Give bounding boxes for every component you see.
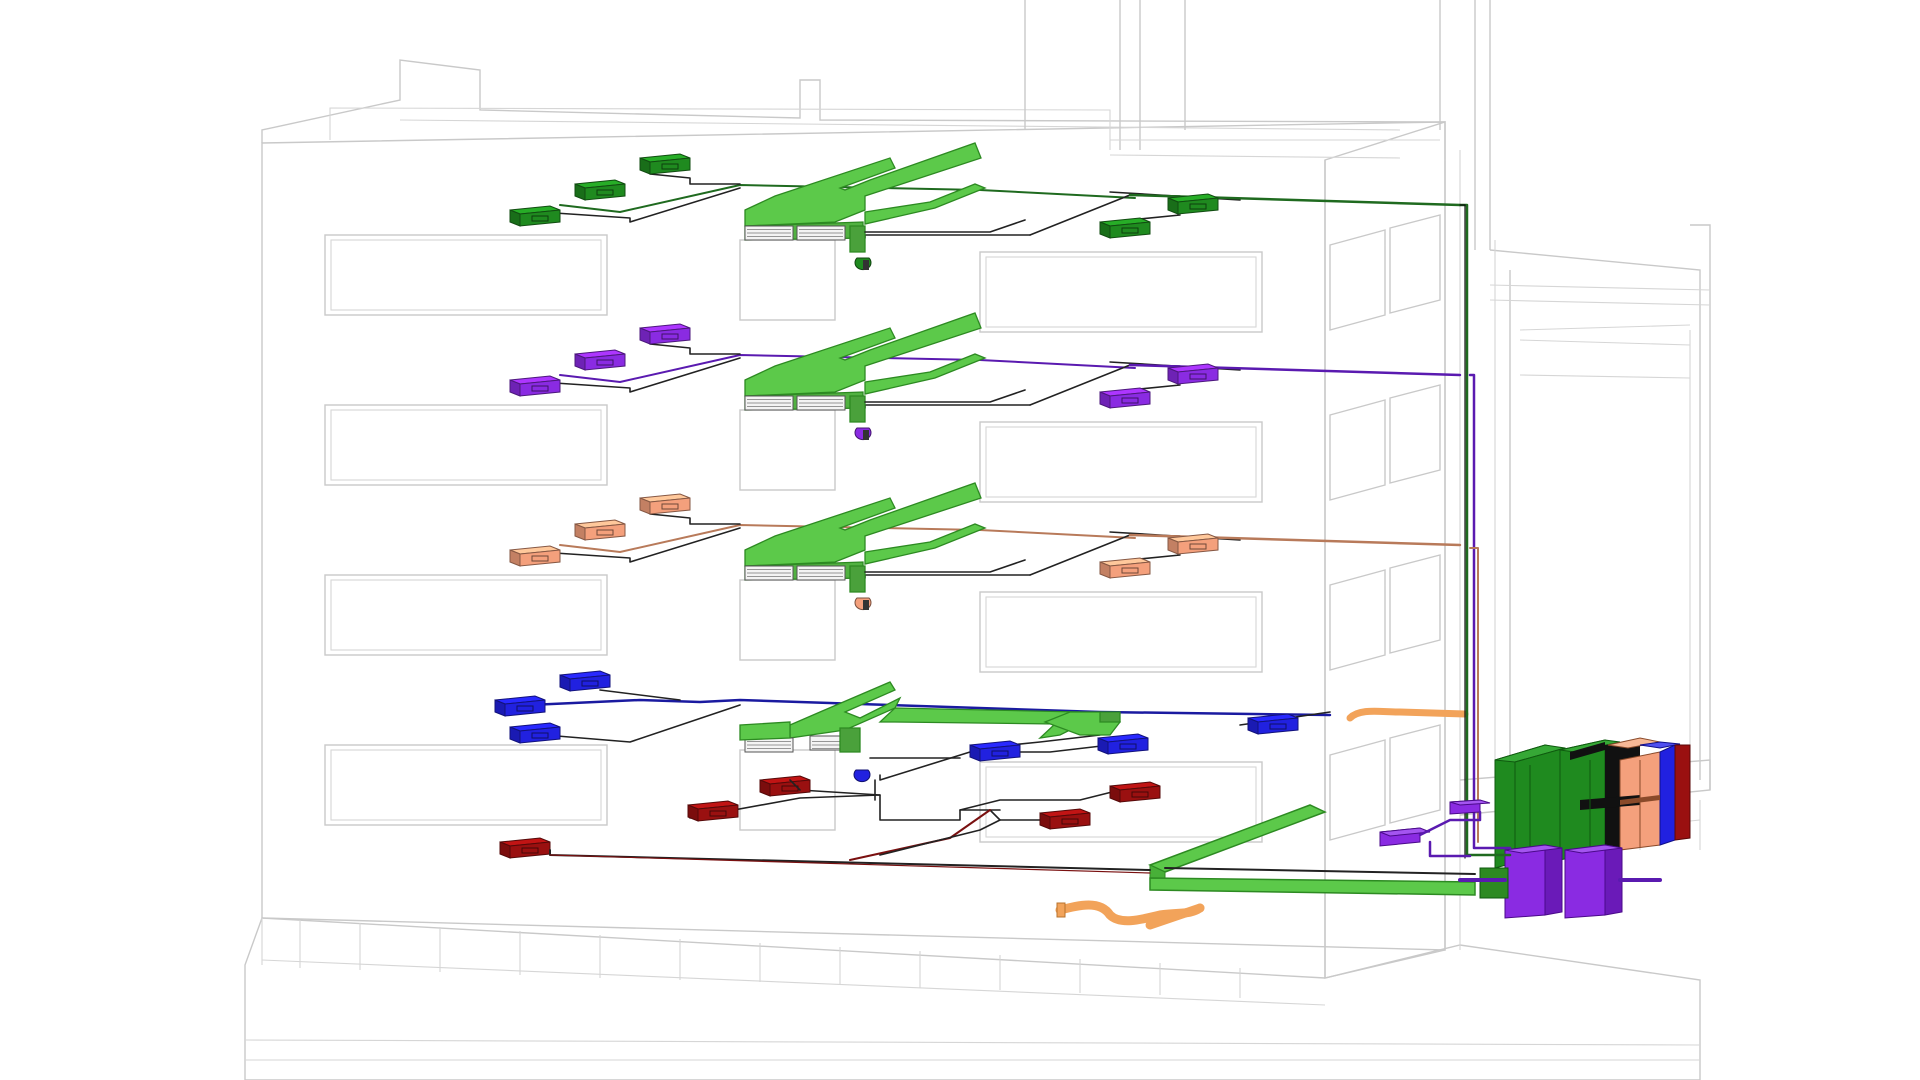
level-3-system: [509, 482, 1462, 611]
facade-windows: [324, 234, 1263, 843]
fan-coil-unit-icon: [639, 153, 691, 175]
building-wireframe: [244, 0, 1711, 1080]
level-2-system: [509, 312, 1462, 441]
refrigerant-risers: [1458, 203, 1512, 859]
hvac-levels: [494, 142, 1462, 861]
flex-duct-upper: [1346, 707, 1469, 722]
fan-coil-unit-icon: [574, 349, 626, 371]
fan-coil-unit-icon: [509, 722, 561, 744]
fan-coil-unit-icon: [1099, 217, 1151, 239]
flex-duct-lower: [1055, 900, 1205, 930]
fan-coil-unit-icon: [494, 695, 546, 717]
fan-coil-unit-icon: [1109, 781, 1161, 803]
fan-coil-unit-icon: [509, 375, 561, 397]
fan-coil-unit-icon: [1099, 387, 1151, 409]
main-supply-duct: [549, 804, 1476, 896]
fan-coil-unit-icon: [509, 545, 561, 567]
fan-coil-unit-icon: [639, 323, 691, 345]
fan-coil-unit-icon: [574, 179, 626, 201]
ground-floor-glazing: [261, 918, 1241, 998]
fan-coil-unit-icon: [1167, 533, 1219, 555]
fan-coil-unit-icon: [687, 800, 739, 822]
ground-purple-fcu: [1379, 799, 1491, 858]
fan-coil-unit-icon: [969, 740, 1021, 762]
fan-coil-unit-icon: [499, 837, 551, 859]
fan-coil-unit-icon: [1167, 193, 1219, 215]
level-4-system: [494, 670, 1332, 783]
fan-coil-unit-icon: [509, 205, 561, 227]
level-5-system: [499, 775, 1161, 861]
fan-coil-unit-icon: [1247, 713, 1299, 735]
fan-coil-unit-icon: [1097, 733, 1149, 755]
fan-coil-unit-icon: [1167, 363, 1219, 385]
side-windows: [1329, 214, 1441, 841]
building-base: [244, 917, 1701, 1080]
fan-coil-unit-icon: [574, 519, 626, 541]
level-1-system: [509, 142, 1462, 271]
fan-coil-unit-icon: [759, 775, 811, 797]
fan-coil-unit-icon: [1099, 557, 1151, 579]
outdoor-purple-units: [1458, 844, 1662, 919]
fan-coil-unit-icon: [1039, 808, 1091, 830]
fan-coil-unit-icon: [559, 670, 611, 692]
outdoor-condenser-group: [1494, 737, 1691, 869]
fan-coil-unit-icon: [639, 493, 691, 515]
